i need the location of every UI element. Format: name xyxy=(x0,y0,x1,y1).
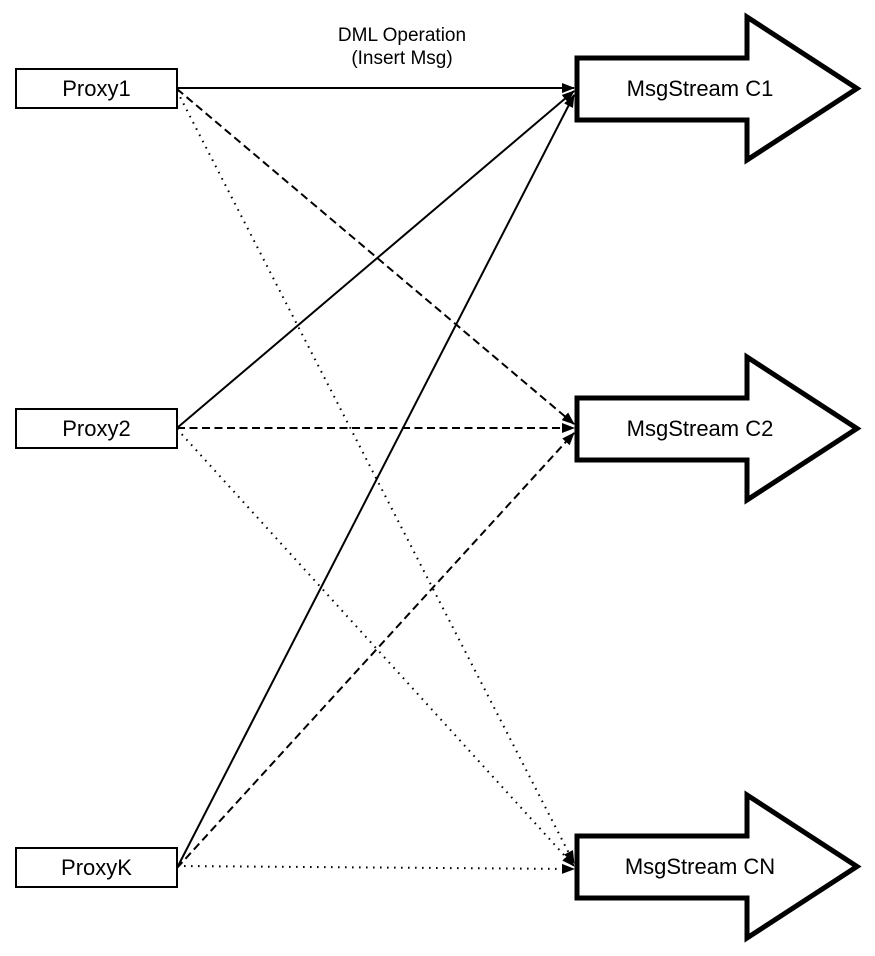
edge-proxy2-to-msgstream-c1 xyxy=(176,90,575,429)
edge-proxy2-to-msgstream-cn xyxy=(176,428,575,867)
proxy1-label: Proxy1 xyxy=(62,75,131,101)
diagram-title: DML Operation (Insert Msg) xyxy=(337,25,467,69)
edge-proxyk-to-msgstream-c2 xyxy=(176,432,575,869)
msgstream-cn-arrow-shape xyxy=(574,790,862,943)
edge-proxy1-to-msgstream-cn xyxy=(176,90,575,864)
proxy1-node: Proxy1 xyxy=(15,68,178,109)
edge-proxyk-to-msgstream-c1 xyxy=(176,94,575,869)
edge-proxyk-to-msgstream-cn xyxy=(176,863,575,874)
msgstream-c2-label: MsgStream C2 xyxy=(626,416,774,441)
msgstream-c1-arrow-shape xyxy=(574,12,862,165)
proxyk-node: ProxyK xyxy=(15,847,178,888)
msgstream-c1-label: MsgStream C1 xyxy=(626,76,774,101)
msgstream-cn-label: MsgStream CN xyxy=(624,854,776,879)
proxyk-label: ProxyK xyxy=(61,854,132,880)
msgstream-c2-arrow-shape xyxy=(574,352,862,505)
proxy2-node: Proxy2 xyxy=(15,408,178,449)
proxy2-label: Proxy2 xyxy=(62,415,131,441)
edge-proxy1-to-msgstream-c2 xyxy=(176,88,575,425)
